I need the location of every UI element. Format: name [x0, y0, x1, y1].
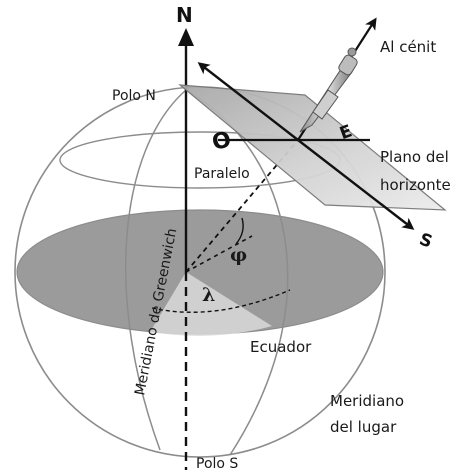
parallel-label: Paralelo — [194, 166, 250, 182]
north-arrowhead — [178, 28, 194, 46]
north-label: N — [176, 3, 193, 27]
west-label: O — [210, 127, 233, 155]
equator-label: Ecuador — [250, 338, 312, 356]
latitude-symbol: φ — [230, 244, 247, 266]
south-pole-label: Polo S — [196, 456, 238, 472]
north-pole-label: Polo N — [112, 88, 156, 104]
zenith-label: Al cénit — [380, 38, 436, 56]
south-label: S — [417, 229, 435, 252]
local-meridian-label-line2: del lugar — [330, 418, 397, 436]
horizon-plane-label-line1: Plano del — [380, 148, 449, 166]
local-meridian-label-line1: Meridiano — [330, 392, 404, 410]
horizon-plane-label-line2: horizonte — [380, 176, 451, 194]
longitude-symbol: λ — [202, 284, 215, 306]
